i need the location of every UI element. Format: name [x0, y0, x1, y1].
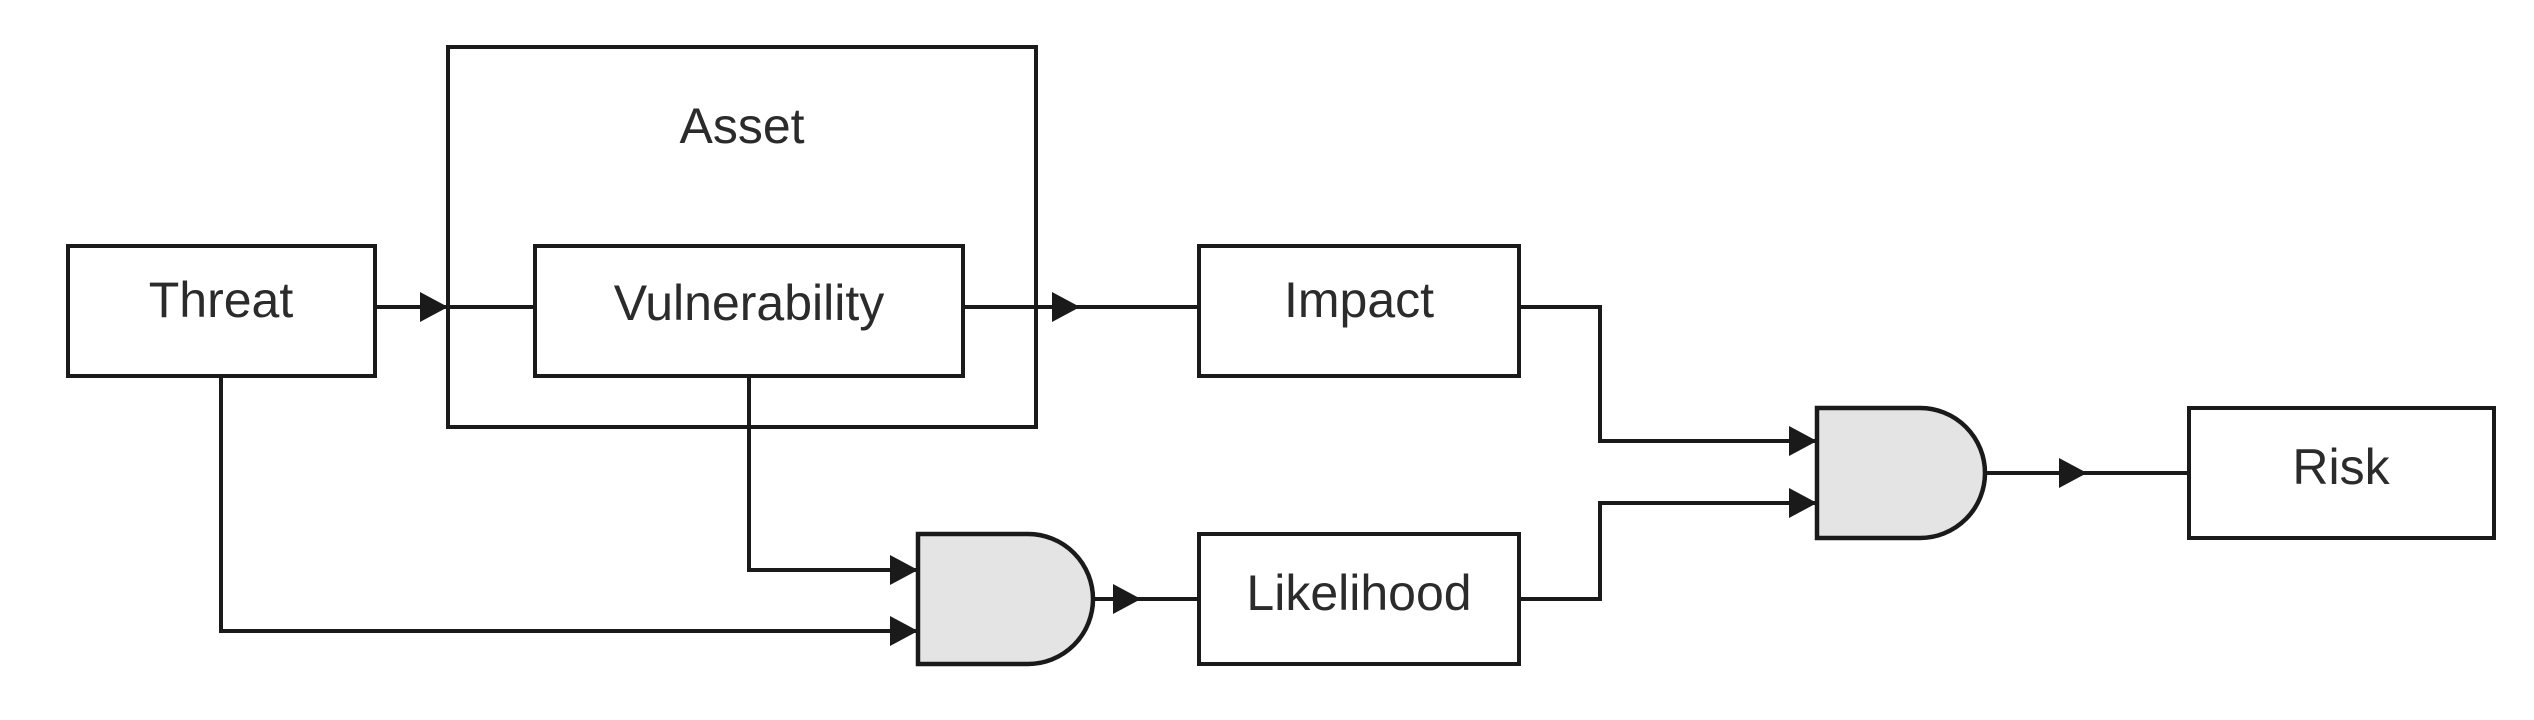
connector-vulnerability-impact — [963, 292, 1199, 322]
connector-gate-risk — [1985, 458, 2189, 488]
and-gate-likelihood — [915, 531, 1096, 667]
risk-node: Risk — [2187, 406, 2496, 540]
impact-node: Impact — [1197, 244, 1521, 378]
connector-likelihood-gate — [1519, 488, 1817, 601]
connector-vulnerability-gate — [747, 376, 918, 585]
likelihood-node: Likelihood — [1197, 532, 1521, 666]
connector-impact-gate — [1519, 305, 1817, 456]
connector-threat-vulnerability — [375, 292, 535, 322]
vulnerability-label: Vulnerability — [614, 275, 885, 331]
vulnerability-node: Vulnerability — [533, 244, 965, 378]
and-gate-risk — [1814, 405, 1988, 541]
connector-gate-likelihood — [1091, 584, 1199, 614]
threat-node: Threat — [66, 244, 377, 378]
impact-label: Impact — [1284, 272, 1434, 328]
likelihood-label: Likelihood — [1246, 565, 1471, 621]
threat-label: Threat — [149, 272, 294, 328]
connector-threat-gate — [219, 376, 918, 646]
asset-label: Asset — [679, 98, 804, 154]
risk-label: Risk — [2292, 439, 2390, 495]
